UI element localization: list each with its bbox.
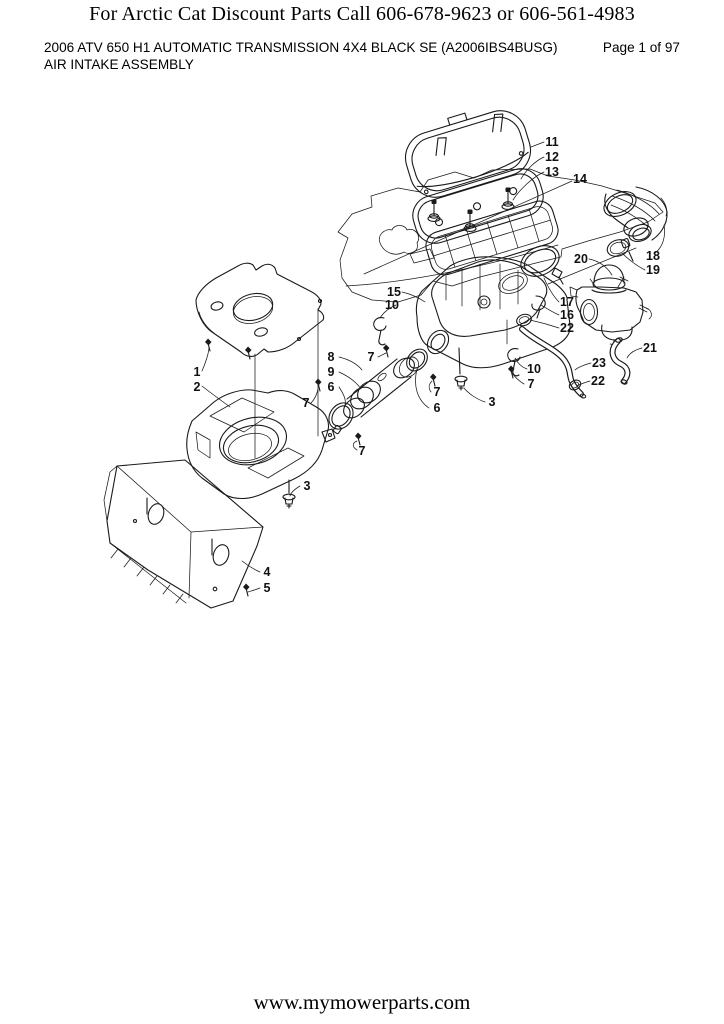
filter-cage bbox=[425, 186, 559, 276]
callout-7: 7 bbox=[434, 385, 441, 399]
callout-16: 16 bbox=[560, 308, 574, 322]
callout-6: 6 bbox=[434, 401, 441, 415]
callout-3: 3 bbox=[304, 479, 311, 493]
assembly-title: AIR INTAKE ASSEMBLY bbox=[44, 57, 194, 72]
tube-clamp bbox=[399, 348, 428, 378]
page-indicator: Page 1 of 97 bbox=[602, 40, 680, 55]
heat-shield bbox=[103, 459, 264, 609]
callout-9: 9 bbox=[328, 365, 335, 379]
callout-7: 7 bbox=[303, 396, 310, 410]
tube-clamp bbox=[328, 402, 354, 435]
callout-7: 7 bbox=[359, 444, 366, 458]
callout-10: 10 bbox=[385, 298, 399, 312]
callout-21: 21 bbox=[643, 341, 657, 355]
callout-18: 18 bbox=[646, 249, 660, 263]
drain-hose bbox=[519, 326, 587, 399]
vent-hose bbox=[609, 337, 631, 385]
page-header: For Arctic Cat Discount Parts Call 606-6… bbox=[89, 3, 635, 25]
outlet-clamp-ring bbox=[520, 245, 564, 285]
footer-url: www.mymowerparts.com bbox=[253, 990, 471, 1014]
drain-plug bbox=[454, 375, 468, 391]
model-title: 2006 ATV 650 H1 AUTOMATIC TRANSMISSION 4… bbox=[44, 40, 558, 55]
leader-lines bbox=[201, 141, 665, 593]
filter-plate bbox=[412, 168, 544, 244]
callout-19: 19 bbox=[646, 263, 660, 277]
cage-bolt bbox=[427, 198, 441, 222]
callout-4: 4 bbox=[264, 565, 271, 579]
callout-20: 20 bbox=[574, 252, 588, 266]
callout-2: 2 bbox=[194, 380, 201, 394]
callout-6: 6 bbox=[328, 380, 335, 394]
callout-13: 13 bbox=[545, 165, 559, 179]
exploded-parts-diagram: 1112131418192015101716227896212322107763… bbox=[103, 110, 668, 609]
callout-23: 23 bbox=[592, 356, 606, 370]
alignment-lines bbox=[254, 247, 637, 459]
cover-screw bbox=[244, 345, 253, 360]
callout-7: 7 bbox=[528, 377, 535, 391]
callout-11: 11 bbox=[545, 135, 558, 149]
cover-screw bbox=[204, 337, 213, 352]
j-bracket bbox=[373, 317, 387, 346]
shield-screw bbox=[242, 582, 251, 597]
callout-10: 10 bbox=[527, 362, 541, 376]
callout-15: 15 bbox=[387, 285, 401, 299]
lower-housing bbox=[186, 389, 336, 509]
callout-1: 1 bbox=[194, 365, 201, 379]
boot-clamp bbox=[606, 238, 634, 262]
cage-bolt bbox=[501, 186, 515, 210]
callout-14: 14 bbox=[573, 172, 587, 186]
callout-7: 7 bbox=[368, 350, 375, 364]
airbox-cover-plate bbox=[195, 262, 325, 360]
hose-clamp bbox=[568, 379, 582, 391]
airbox-lid bbox=[404, 110, 532, 198]
small-clamp bbox=[516, 313, 532, 327]
carburetor bbox=[569, 264, 652, 349]
callout-5: 5 bbox=[264, 581, 271, 595]
airbox-snout bbox=[426, 329, 450, 355]
hook-bracket bbox=[531, 295, 546, 319]
callout-8: 8 bbox=[328, 350, 335, 364]
drain-plug bbox=[282, 493, 296, 509]
callout-22: 22 bbox=[591, 374, 605, 388]
callout-12: 12 bbox=[545, 150, 559, 164]
intake-boot bbox=[603, 186, 668, 243]
airbox-body bbox=[415, 245, 571, 391]
callout-22: 22 bbox=[560, 321, 574, 335]
callout-3: 3 bbox=[489, 395, 496, 409]
intake-tube bbox=[343, 357, 415, 419]
mount-screw bbox=[382, 343, 391, 358]
callout-17: 17 bbox=[560, 295, 574, 309]
